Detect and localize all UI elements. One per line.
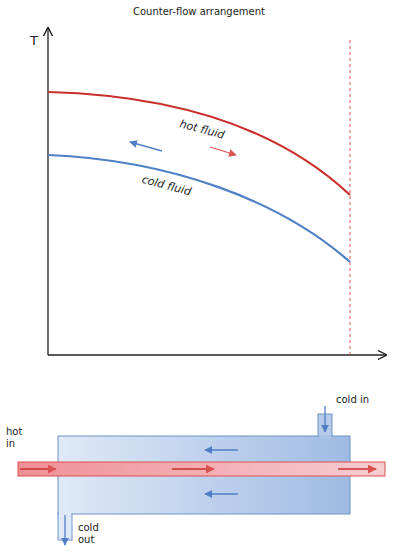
axis-label: T (30, 34, 38, 49)
cold-out-arrow (64, 515, 65, 545)
cold-in-arrow (324, 406, 325, 432)
hot-tube (18, 462, 385, 476)
hot-flow-arrow (172, 468, 214, 470)
x-axis (48, 354, 386, 355)
hot-direction-arrow (210, 147, 236, 155)
port-label: cold out (78, 522, 99, 545)
port-label: hot in (6, 426, 22, 449)
curve-label: hot fluid (176, 117, 227, 142)
y-axis (47, 28, 48, 355)
hot-flow-arrow (338, 468, 376, 470)
hot-flow-arrow (20, 468, 56, 470)
cold-direction-arrow (130, 142, 162, 151)
inlet-joint (319, 435, 331, 439)
cold-flow-arrow (205, 493, 238, 494)
cold-fluid-curve (48, 155, 350, 262)
cold-flow-arrow (205, 449, 238, 450)
exchanger-end-line (350, 40, 351, 355)
port-label: cold in (336, 394, 369, 406)
chart-title: Counter-flow arrangement (0, 6, 398, 18)
